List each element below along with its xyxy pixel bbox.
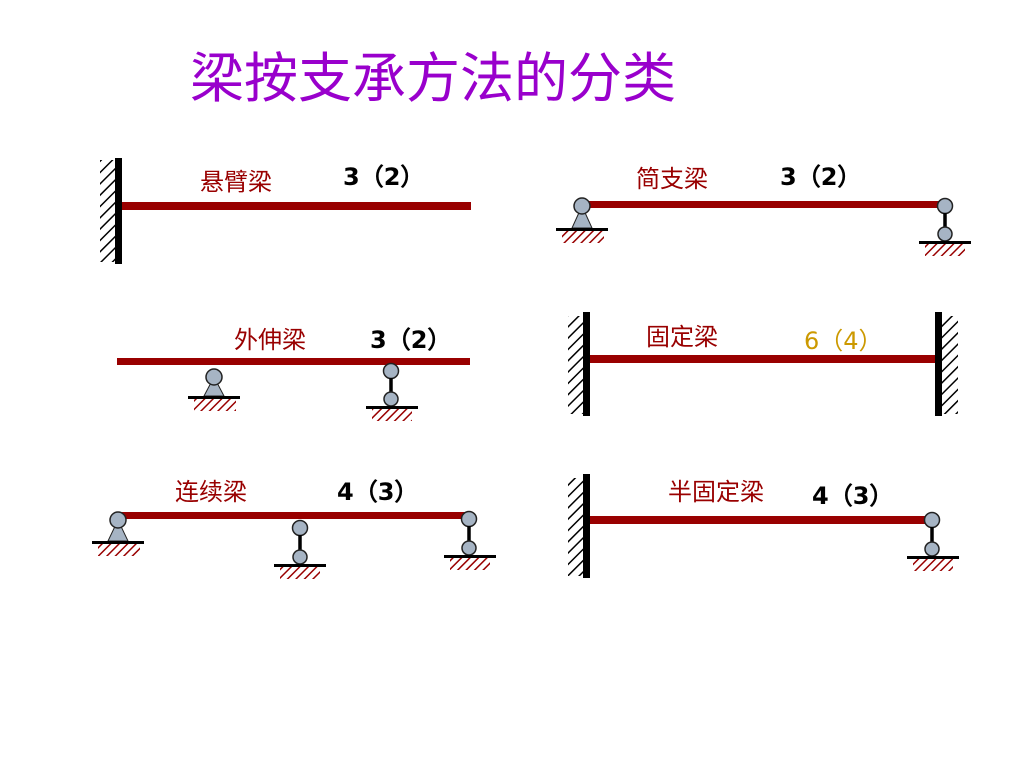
left-fixed-wall	[583, 312, 590, 416]
right-wall-hatch	[942, 316, 958, 414]
beam	[118, 512, 470, 519]
dof-label: 6（4）	[804, 327, 883, 355]
pin-support	[556, 197, 608, 243]
fixed-wall	[583, 474, 590, 578]
overhanging-beam-diagram: 外伸梁 3（2）	[117, 326, 470, 421]
beam	[122, 202, 471, 210]
beam-name-label: 外伸梁	[234, 326, 306, 354]
beam	[590, 355, 935, 363]
beam-name-label: 连续梁	[175, 478, 247, 506]
beam-name-label: 悬臂梁	[200, 168, 272, 196]
simply-supported-beam-diagram: 简支梁 3（2）	[556, 163, 971, 256]
roller-support	[274, 519, 326, 579]
dof-label: 4（3）	[337, 478, 418, 506]
dof-label: 3（2）	[780, 163, 861, 191]
continuous-beam-diagram: 连续梁 4（3）	[92, 478, 496, 579]
pin-support	[92, 511, 144, 556]
dof-label: 3（2）	[370, 326, 451, 354]
page-title: 梁按支承方法的分类	[190, 47, 676, 110]
beam	[117, 358, 470, 365]
fixed-wall	[115, 158, 122, 264]
roller-support	[444, 510, 496, 570]
dof-label: 4（3）	[812, 482, 893, 510]
right-fixed-wall	[935, 312, 942, 416]
roller-support	[919, 197, 971, 256]
wall-hatch	[100, 160, 116, 262]
beam	[582, 201, 945, 208]
cantilever-beam-diagram: 悬臂梁 3（2）	[100, 158, 471, 264]
semi-fixed-beam-diagram: 半固定梁 4（3）	[568, 474, 959, 578]
beam	[590, 516, 932, 524]
beam-name-label: 固定梁	[646, 323, 718, 351]
pin-support	[188, 368, 240, 411]
dof-label: 3（2）	[343, 163, 424, 191]
wall-hatch	[568, 478, 584, 576]
roller-support	[907, 511, 959, 571]
beam-name-label: 简支梁	[636, 165, 708, 193]
beam-name-label: 半固定梁	[668, 478, 764, 506]
left-wall-hatch	[568, 316, 584, 414]
fixed-beam-diagram: 固定梁 6（4）	[568, 312, 958, 416]
roller-support	[366, 362, 418, 421]
